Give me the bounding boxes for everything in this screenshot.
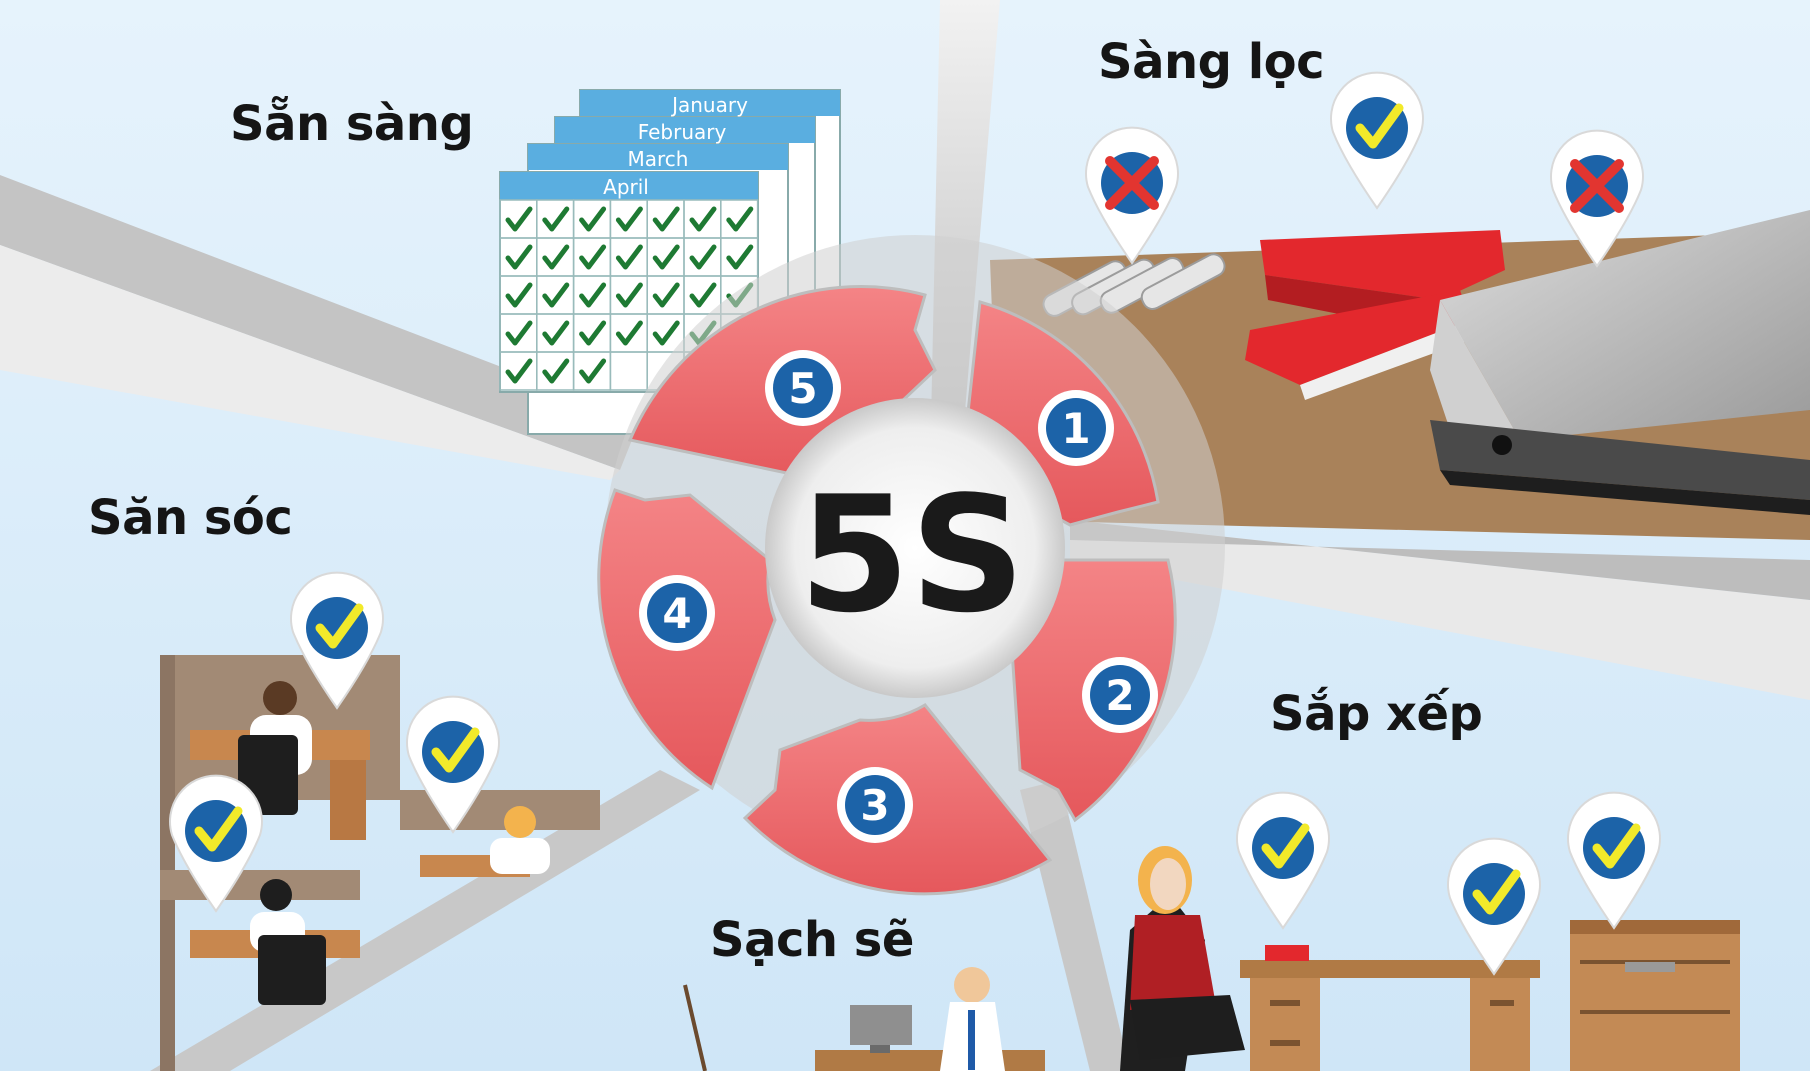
label-san-sang: Sẵn sàng xyxy=(230,96,474,152)
step-number: 5 xyxy=(788,364,817,413)
sort-scene xyxy=(990,210,1810,540)
calendar-check-icon xyxy=(689,244,717,270)
calendar-check-icon xyxy=(505,206,533,232)
badge-disc xyxy=(1090,665,1150,725)
calendar-check-icon xyxy=(542,358,570,384)
calendar-check-icon xyxy=(542,320,570,346)
calendar-check-icon xyxy=(579,358,607,384)
calendar-check-icon xyxy=(542,206,570,232)
calendar-check-icon xyxy=(652,320,680,346)
calendar-month-march: March xyxy=(628,147,689,171)
calendar-check-icon xyxy=(689,206,717,232)
step-number: 2 xyxy=(1105,671,1134,720)
hole-punch xyxy=(1430,210,1810,515)
step-number: 3 xyxy=(860,781,889,830)
label-san-soc: Săn sóc xyxy=(88,490,293,546)
step-badge-1: 1 xyxy=(1038,390,1114,466)
calendar-check-icon xyxy=(726,244,754,270)
step-badge-3: 3 xyxy=(837,767,913,843)
calendar-check-icon xyxy=(615,206,643,232)
check-pin-icon xyxy=(406,695,500,834)
step-badge-2: 2 xyxy=(1082,657,1158,733)
clean-desk xyxy=(683,967,1045,1071)
calendar-check-icon xyxy=(542,282,570,308)
calendar-check-icon xyxy=(579,244,607,270)
label-sang-loc: Sàng lọc xyxy=(1098,34,1325,90)
organized-office xyxy=(1120,846,1740,1071)
check-pin-icon xyxy=(1330,71,1424,210)
center-title: 5S xyxy=(799,461,1026,648)
step-number: 1 xyxy=(1061,404,1090,453)
step-number: 4 xyxy=(662,589,691,638)
calendar-check-icon xyxy=(652,206,680,232)
calendar-check-icon xyxy=(689,282,717,308)
calendar-check-icon xyxy=(615,244,643,270)
calendar-check-icon xyxy=(652,282,680,308)
check-pin-icon xyxy=(1447,837,1541,976)
calendar-check-icon xyxy=(615,282,643,308)
badge-disc xyxy=(773,358,833,418)
check-pin-icon xyxy=(169,774,263,913)
cross-pin-icon xyxy=(1085,126,1179,265)
calendar-check-icon xyxy=(505,320,533,346)
badge-disc xyxy=(845,775,905,835)
calendar-check-icon xyxy=(505,244,533,270)
label-sach-se: Sạch sẽ xyxy=(710,912,914,968)
calendar-check-icon xyxy=(505,358,533,384)
calendar-check-icon xyxy=(579,282,607,308)
calendar-month-february: February xyxy=(638,120,727,144)
check-pin-icon xyxy=(1236,791,1330,930)
status-pins xyxy=(169,71,1661,976)
calendar-check-icon xyxy=(579,320,607,346)
badge-disc xyxy=(647,583,707,643)
step-badges: 1 2 3 4 5 xyxy=(639,350,1158,843)
calendar-month-april: April xyxy=(603,175,649,199)
stapler xyxy=(1245,230,1505,400)
step-badge-5: 5 xyxy=(765,350,841,426)
badge-disc xyxy=(1046,398,1106,458)
calendar-check-icon xyxy=(579,206,607,232)
check-pin-icon xyxy=(290,571,384,710)
label-sap-xep: Sắp xếp xyxy=(1270,686,1483,742)
calendar-check-icon xyxy=(726,206,754,232)
calendar-check-icon xyxy=(542,244,570,270)
calendar-month-january: January xyxy=(670,93,748,117)
check-pin-icon xyxy=(1567,791,1661,930)
cycle-wheel xyxy=(597,235,1225,896)
calendar-check-icon xyxy=(505,282,533,308)
cross-pin-icon xyxy=(1550,129,1644,268)
calendar-check-icon xyxy=(652,244,680,270)
step-badge-4: 4 xyxy=(639,575,715,651)
calendar-check-icon xyxy=(615,320,643,346)
